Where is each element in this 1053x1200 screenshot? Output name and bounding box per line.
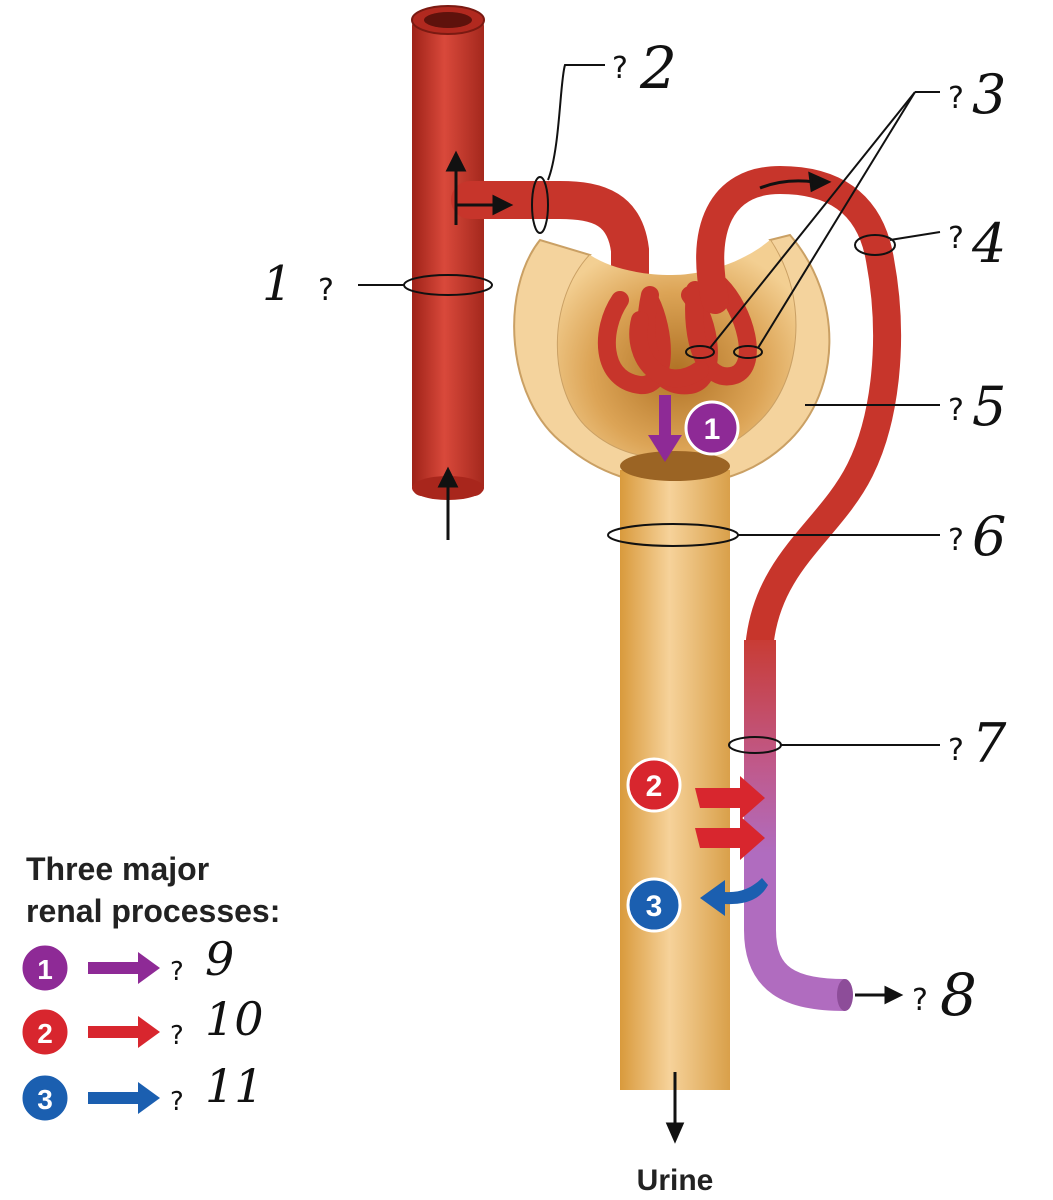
label-3-question: ? <box>948 81 964 116</box>
badge-secretion-number: 3 <box>646 890 663 923</box>
peritubular-vein <box>744 640 846 1011</box>
arteriole <box>411 5 485 500</box>
label-8: ? 8 <box>912 961 977 1029</box>
label-8-number: 8 <box>940 961 977 1029</box>
label-8-question: ? <box>912 983 928 1018</box>
filtration-arrow <box>648 395 682 462</box>
flow-arrows <box>437 150 904 1144</box>
label-7: ? 7 <box>948 712 1007 775</box>
legend-question-1: ? <box>170 957 184 987</box>
afferent-arteriole <box>451 181 649 339</box>
label-1-number: 1 <box>262 256 293 312</box>
leader-lines <box>358 64 941 754</box>
legend-title-line1: Three major <box>26 851 209 887</box>
label-6: ? 6 <box>948 505 1006 568</box>
label-7-question: ? <box>948 733 964 768</box>
glomerulus <box>597 276 757 395</box>
label-4-number: 4 <box>971 212 1006 275</box>
badge-filtration-number: 1 <box>704 413 721 446</box>
efferent-arteriole <box>696 165 902 654</box>
legend-question-2: ? <box>170 1021 184 1051</box>
label-1: 1 ? <box>262 256 334 312</box>
reabsorption-arrows <box>695 776 765 860</box>
urine-label: Urine <box>637 1164 714 1197</box>
legend-number-9: 9 <box>205 932 234 986</box>
badge-reabsorption-number: 2 <box>646 770 663 803</box>
label-6-question: ? <box>948 523 964 558</box>
badge-secretion: 3 <box>626 877 682 933</box>
label-4: ? 4 <box>948 212 1006 275</box>
label-3: ? 3 <box>948 63 1006 126</box>
legend-badge-2: 2 <box>37 1018 53 1049</box>
badge-filtration: 1 <box>684 400 740 456</box>
legend-item-secretion: 3 ? 11 <box>19 1059 264 1124</box>
legend-title-line2: renal processes: <box>26 893 280 929</box>
legend-number-10: 10 <box>205 992 264 1046</box>
legend-question-3: ? <box>170 1087 184 1117</box>
label-2: ? 2 <box>612 34 677 102</box>
label-4-question: ? <box>948 221 964 256</box>
legend-badge-1: 1 <box>37 954 53 985</box>
legend-number-11: 11 <box>205 1059 264 1113</box>
label-5: ? 5 <box>948 375 1006 438</box>
legend-badge-3: 3 <box>37 1084 53 1115</box>
label-3-number: 3 <box>972 63 1006 126</box>
label-7-number: 7 <box>972 712 1007 775</box>
secretion-arrow <box>700 878 768 916</box>
label-5-question: ? <box>948 393 964 428</box>
label-2-question: ? <box>612 51 628 86</box>
badge-reabsorption: 2 <box>626 757 682 813</box>
label-2-number: 2 <box>639 34 677 102</box>
label-1-question: ? <box>318 273 334 308</box>
legend-item-filtration: 1 ? 9 <box>19 932 234 994</box>
label-6-number: 6 <box>972 505 1006 568</box>
label-5-number: 5 <box>972 375 1006 438</box>
legend: Three major renal processes: 1 ? 9 2 ? 1… <box>19 851 280 1124</box>
legend-item-reabsorption: 2 ? 10 <box>19 992 264 1058</box>
